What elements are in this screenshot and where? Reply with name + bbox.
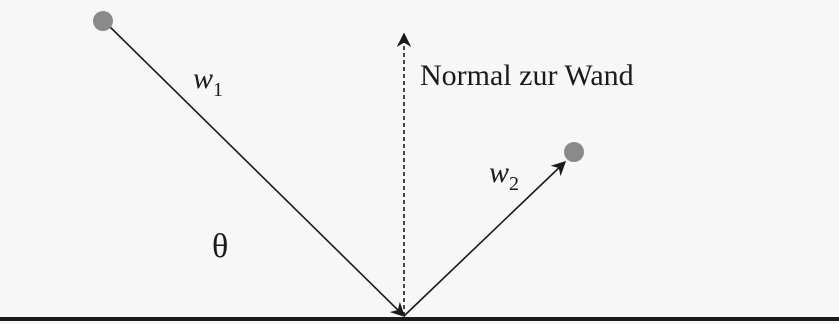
label-theta: θ xyxy=(212,228,228,265)
label-normal: Normal zur Wand xyxy=(420,59,634,92)
incoming-path-w1 xyxy=(104,21,406,318)
label-w2: w2 xyxy=(489,156,519,195)
label-w1: w1 xyxy=(193,62,223,101)
outgoing-path-w2 xyxy=(403,161,567,317)
ball-end xyxy=(564,142,584,162)
ball-start xyxy=(93,11,113,31)
